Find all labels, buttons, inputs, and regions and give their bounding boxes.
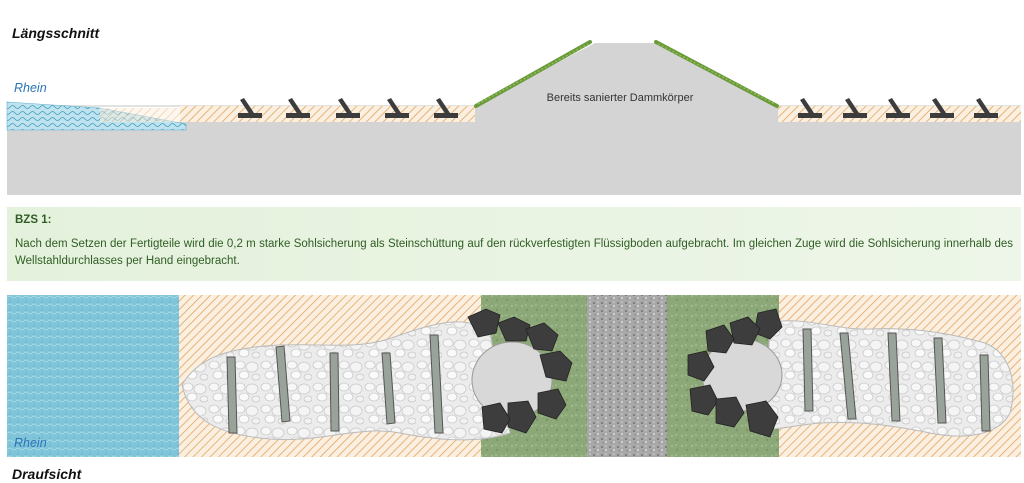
precast-beams-right <box>802 328 991 432</box>
info-box: BZS 1: Nach dem Setzen der Fertigteile w… <box>7 207 1021 281</box>
riprap-left <box>181 321 511 441</box>
longitudinal-section: Rhein Bereits sanierter Dammkörper <box>6 40 1021 195</box>
section-title: Längsschnitt <box>12 25 100 41</box>
info-text: Nach dem Setzen der Fertigteile wird die… <box>15 238 1013 267</box>
plan-title: Draufsicht <box>12 466 82 482</box>
river-label-plan: Rhein <box>14 436 47 450</box>
dam-body <box>475 43 778 122</box>
grass-slope-left <box>474 40 592 108</box>
gravel-path <box>587 295 667 457</box>
plan-view: Rhein <box>7 295 1021 457</box>
precast-elements-right <box>798 98 998 118</box>
riprap-right <box>764 320 1014 437</box>
precast-beams-left <box>226 334 444 434</box>
precast-elements-left <box>238 98 458 118</box>
river-label-section: Rhein <box>14 81 47 95</box>
ground-body <box>7 122 1021 195</box>
river-zone-plan <box>7 295 179 457</box>
dam-label: Bereits sanierter Dammkörper <box>547 92 694 104</box>
culvert-stones-left <box>467 308 573 434</box>
culvert-stones-right <box>687 308 783 438</box>
info-heading: BZS 1: <box>15 214 52 226</box>
river-water <box>6 101 187 131</box>
